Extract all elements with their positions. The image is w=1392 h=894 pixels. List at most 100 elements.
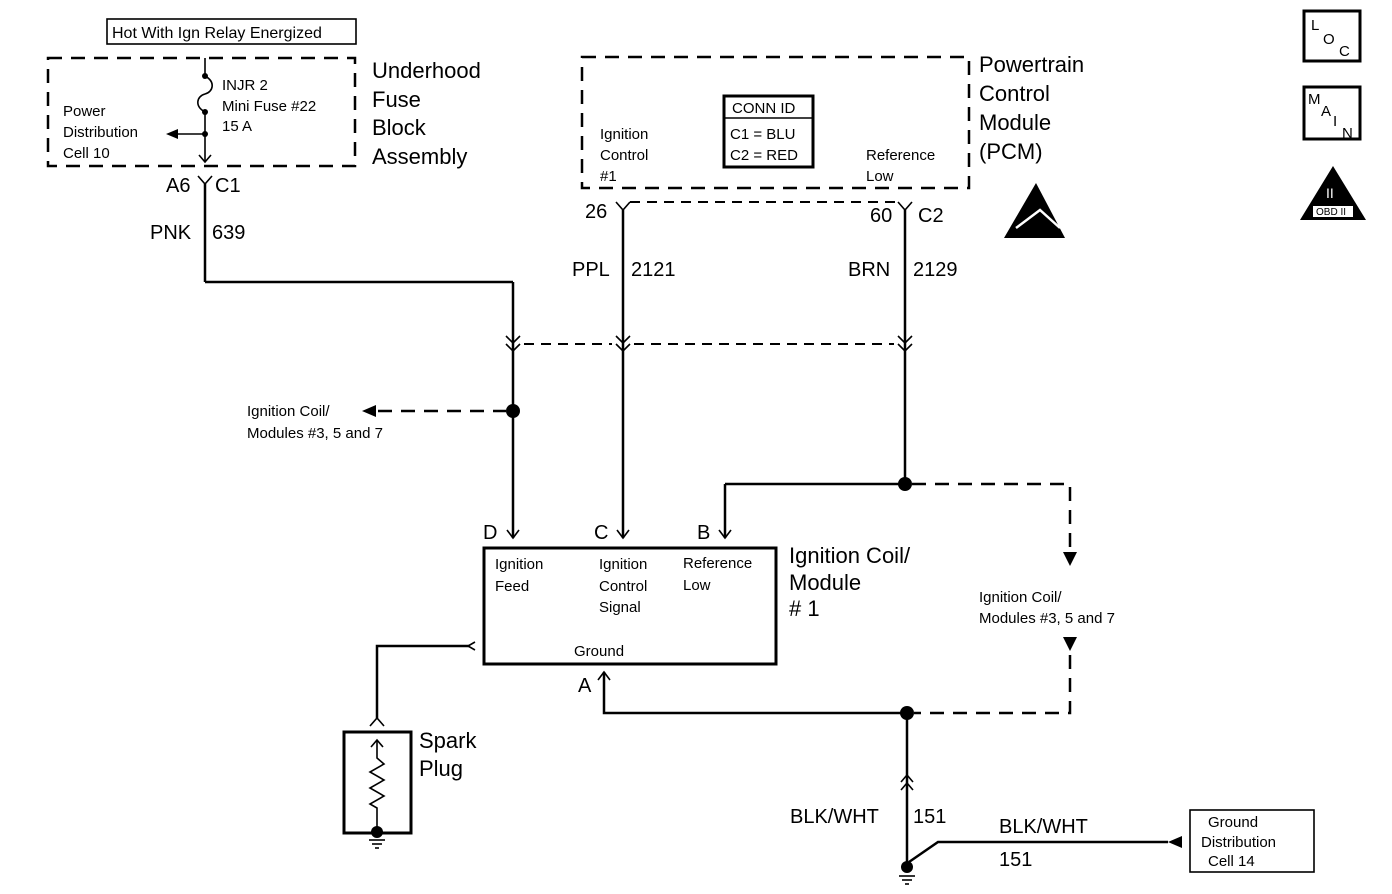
- coil-module-title-3: # 1: [789, 596, 820, 621]
- branch-right-line-top: [912, 482, 1072, 550]
- wire-circuit-151-1: 151: [913, 806, 946, 828]
- pcm-left-label-2: Control: [600, 147, 648, 164]
- wire-blk-wht-horizontal: [908, 840, 1168, 864]
- connector-y-icon: [197, 175, 213, 186]
- pcm-module: Powertrain Control Module (PCM) Ignition…: [580, 52, 1084, 227]
- branch-left-label-1: Ignition Coil/: [247, 403, 330, 420]
- esd-warning-icon: [1004, 183, 1065, 238]
- wire-ppl-2121: PPL 2121: [572, 210, 676, 538]
- svg-text:N: N: [1342, 125, 1353, 142]
- conn-id-box: CONN ID C1 = BLU C2 = RED: [722, 94, 815, 169]
- pin-label-control-3: Signal: [599, 599, 641, 616]
- header-note: Hot With Ign Relay Energized: [106, 18, 357, 45]
- ground-dist-box: Ground Distribution Cell 14: [1189, 809, 1315, 873]
- wire-color-ppl: PPL: [572, 259, 610, 281]
- wire-color-blk-wht-2: BLK/WHT: [999, 816, 1088, 838]
- spark-plug: Spark Plug: [342, 641, 477, 849]
- splice-left: [506, 404, 520, 418]
- spark-plug-label-1: Spark: [419, 728, 477, 753]
- pin-c: C: [594, 522, 608, 544]
- fuse-block-title-4: Assembly: [372, 144, 467, 169]
- wire-pnk-639: PNK 639: [150, 184, 515, 345]
- svg-text:II: II: [1326, 185, 1334, 201]
- main-icon[interactable]: M A I N: [1302, 85, 1362, 142]
- conn-id-row-2: C2 = RED: [730, 147, 798, 164]
- pin-a: A: [578, 675, 592, 697]
- pin-label-feed-1: Ignition: [495, 556, 543, 573]
- pin-label-ref-2: Low: [683, 577, 711, 594]
- connector-c1: C1: [215, 175, 241, 197]
- connector-y-icon: [897, 201, 913, 212]
- fuse-line-2: Mini Fuse #22: [222, 98, 316, 115]
- inline-connector-ground: [900, 773, 914, 791]
- wire-color-pnk: PNK: [150, 222, 192, 244]
- svg-text:OBD II: OBD II: [1316, 207, 1346, 218]
- ground-dist-2: Distribution: [1201, 834, 1276, 851]
- fuse-block-title-1: Underhood: [372, 58, 481, 83]
- spark-plug-label-2: Plug: [419, 756, 463, 781]
- splice-ref: [898, 477, 912, 491]
- pin-d: D: [483, 522, 497, 544]
- branch-right-label-2: Modules #3, 5 and 7: [979, 610, 1115, 627]
- pcm-pin-26: 26: [585, 201, 607, 223]
- svg-text:L: L: [1311, 17, 1319, 34]
- svg-text:I: I: [1333, 113, 1337, 130]
- svg-text:A: A: [1321, 103, 1331, 120]
- branch-right-label-1: Ignition Coil/: [979, 589, 1062, 606]
- arrow-left-icon: [362, 405, 376, 417]
- header-note-text: Hot With Ign Relay Energized: [112, 25, 322, 42]
- branch-left-label-2: Modules #3, 5 and 7: [247, 425, 383, 442]
- power-dist-3: Cell 10: [63, 145, 110, 162]
- fuse-line-1: INJR 2: [222, 77, 268, 94]
- wire-brn-2129: BRN 2129: [848, 210, 958, 484]
- obd-ii-icon[interactable]: II OBD II: [1300, 166, 1366, 220]
- fuse-line-3: 15 A: [222, 118, 252, 135]
- power-dist-1: Power: [63, 103, 106, 120]
- coil-module: D C B Ignition Feed Ignition Control Sig…: [482, 522, 911, 697]
- wire-ground-a: [602, 672, 905, 715]
- wire-circuit-2129: 2129: [913, 259, 958, 281]
- inline-connector: [505, 335, 913, 353]
- pin-label-feed-2: Feed: [495, 578, 529, 595]
- wire-circuit-2121: 2121: [631, 259, 676, 281]
- ground-symbol-icon: [899, 861, 915, 885]
- wire-color-brn: BRN: [848, 259, 890, 281]
- svg-text:O: O: [1323, 31, 1335, 48]
- connector-y-icon: [615, 201, 631, 212]
- power-dist-2: Distribution: [63, 124, 138, 141]
- pcm-title-2: Control: [979, 81, 1050, 106]
- conn-id-row-1: C1 = BLU: [730, 126, 795, 143]
- wire-color-blk-wht-1: BLK/WHT: [790, 806, 879, 828]
- pcm-left-label-3: #1: [600, 168, 617, 185]
- ground-dist-3: Cell 14: [1208, 853, 1255, 870]
- fuse-block: Underhood Fuse Block Assembly INJR 2 Min…: [46, 56, 481, 197]
- arrow-down-icon: [1063, 552, 1077, 566]
- pin-label-ground: Ground: [574, 643, 624, 660]
- loc-icon[interactable]: L O C: [1302, 9, 1362, 63]
- fuse-block-title-2: Fuse: [372, 87, 421, 112]
- pcm-title-3: Module: [979, 110, 1051, 135]
- fuse-icon: [166, 58, 213, 164]
- pcm-pin-60: 60: [870, 205, 892, 227]
- pcm-right-label-1: Reference: [866, 147, 935, 164]
- ground-dist-1: Ground: [1208, 814, 1258, 831]
- coil-module-title-1: Ignition Coil/: [789, 543, 911, 568]
- wire-circuit-639: 639: [212, 222, 245, 244]
- coil-module-title-2: Module: [789, 570, 861, 595]
- pin-label-control-1: Ignition: [599, 556, 647, 573]
- pcm-title-4: (PCM): [979, 139, 1043, 164]
- pcm-conn-c2: C2: [918, 205, 944, 227]
- pcm-left-label-1: Ignition: [600, 126, 648, 143]
- svg-text:C: C: [1339, 43, 1350, 60]
- branch-right-line-bottom: [914, 655, 1072, 715]
- connector-pin-a6: A6: [166, 175, 190, 197]
- wire-circuit-151-2: 151: [999, 849, 1032, 871]
- pcm-title-1: Powertrain: [979, 52, 1084, 77]
- svg-text:M: M: [1308, 91, 1321, 108]
- pin-label-ref-1: Reference: [683, 555, 752, 572]
- fuse-block-title-3: Block: [372, 115, 427, 140]
- conn-id-title: CONN ID: [732, 100, 796, 117]
- arrow-up-icon: [1063, 637, 1077, 651]
- pcm-right-label-2: Low: [866, 168, 894, 185]
